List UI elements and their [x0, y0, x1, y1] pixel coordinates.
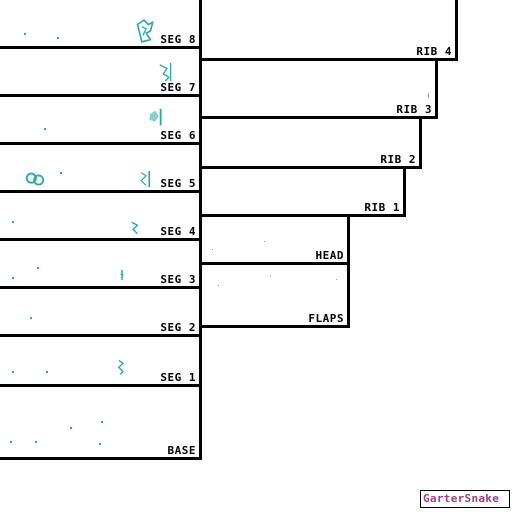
sprite-speck	[24, 33, 26, 35]
segment-cell-seg6[interactable]: SEG 6	[0, 94, 202, 145]
rib-cell-rib2[interactable]: RIB 2	[199, 116, 422, 169]
sprite-speck	[212, 249, 213, 250]
sprite-speck	[218, 285, 219, 286]
segment-cell-seg1[interactable]: SEG 1	[0, 334, 202, 387]
segment-sprite-icon	[136, 19, 154, 43]
sprite-speck	[30, 317, 32, 319]
sprite-speck	[60, 172, 62, 174]
sprite-speck	[12, 277, 14, 279]
rib-label: RIB 4	[416, 45, 452, 58]
sprite-speck	[12, 221, 14, 223]
sprite-speck	[99, 443, 101, 445]
head-cell[interactable]: HEAD	[199, 214, 350, 265]
flaps-cell[interactable]: FLAPS	[199, 262, 350, 328]
flaps-label: FLAPS	[308, 312, 344, 325]
segment-label: SEG 4	[160, 225, 196, 238]
segment-label: SEG 5	[160, 177, 196, 190]
segment-label: SEG 6	[160, 129, 196, 142]
sprite-speck	[57, 37, 59, 39]
sprite-speck	[37, 267, 39, 269]
segment-label: SEG 1	[160, 371, 196, 384]
segment-cell-seg4[interactable]: SEG 4	[0, 190, 202, 241]
segment-sprite-icon	[117, 359, 125, 375]
segment-label: BASE	[167, 444, 196, 457]
rib-label: RIB 2	[380, 153, 416, 166]
segment-label: SEG 7	[160, 81, 196, 94]
segment-sprite-icon	[131, 221, 139, 235]
sprite-speck	[70, 427, 72, 429]
sprite-speck	[10, 441, 12, 443]
segment-cell-seg7[interactable]: SEG 7	[0, 46, 202, 97]
rib-label: RIB 1	[364, 201, 400, 214]
sprite-speck	[46, 371, 48, 373]
sprite-speck	[101, 421, 103, 423]
rib-cell-rib3[interactable]: RIB 3	[199, 58, 438, 119]
segment-cell-seg2[interactable]: SEG 2	[0, 286, 202, 337]
segment-sprite-icon	[140, 171, 150, 187]
segment-sprite-icon	[149, 108, 162, 126]
rib-cell-rib4[interactable]: RIB 4	[199, 0, 458, 61]
sprite-speck	[428, 93, 429, 98]
sprite-speck	[35, 441, 37, 443]
segment-cell-base[interactable]: BASE	[0, 384, 202, 460]
sprite-speck	[264, 241, 265, 242]
segment-label: SEG 8	[160, 33, 196, 46]
segment-cell-seg8[interactable]: SEG 8	[0, 0, 202, 49]
segment-sprite-icon	[159, 63, 172, 82]
segment-cell-seg3[interactable]: SEG 3	[0, 238, 202, 289]
sprite-speck	[12, 371, 14, 373]
artist-signature: GarterSnake	[420, 490, 510, 508]
rib-label: RIB 3	[396, 103, 432, 116]
item-sprite-icon	[25, 172, 45, 186]
segment-label: SEG 2	[160, 321, 196, 334]
head-label: HEAD	[315, 249, 344, 262]
segment-sprite-icon	[119, 270, 125, 280]
sprite-speck	[336, 279, 337, 280]
segment-label: SEG 3	[160, 273, 196, 286]
sprite-speck	[44, 128, 46, 130]
segment-cell-seg5[interactable]: SEG 5	[0, 142, 202, 193]
signature-text: GarterSnake	[423, 492, 500, 505]
sprite-speck	[270, 275, 271, 276]
rib-cell-rib1[interactable]: RIB 1	[199, 166, 406, 217]
